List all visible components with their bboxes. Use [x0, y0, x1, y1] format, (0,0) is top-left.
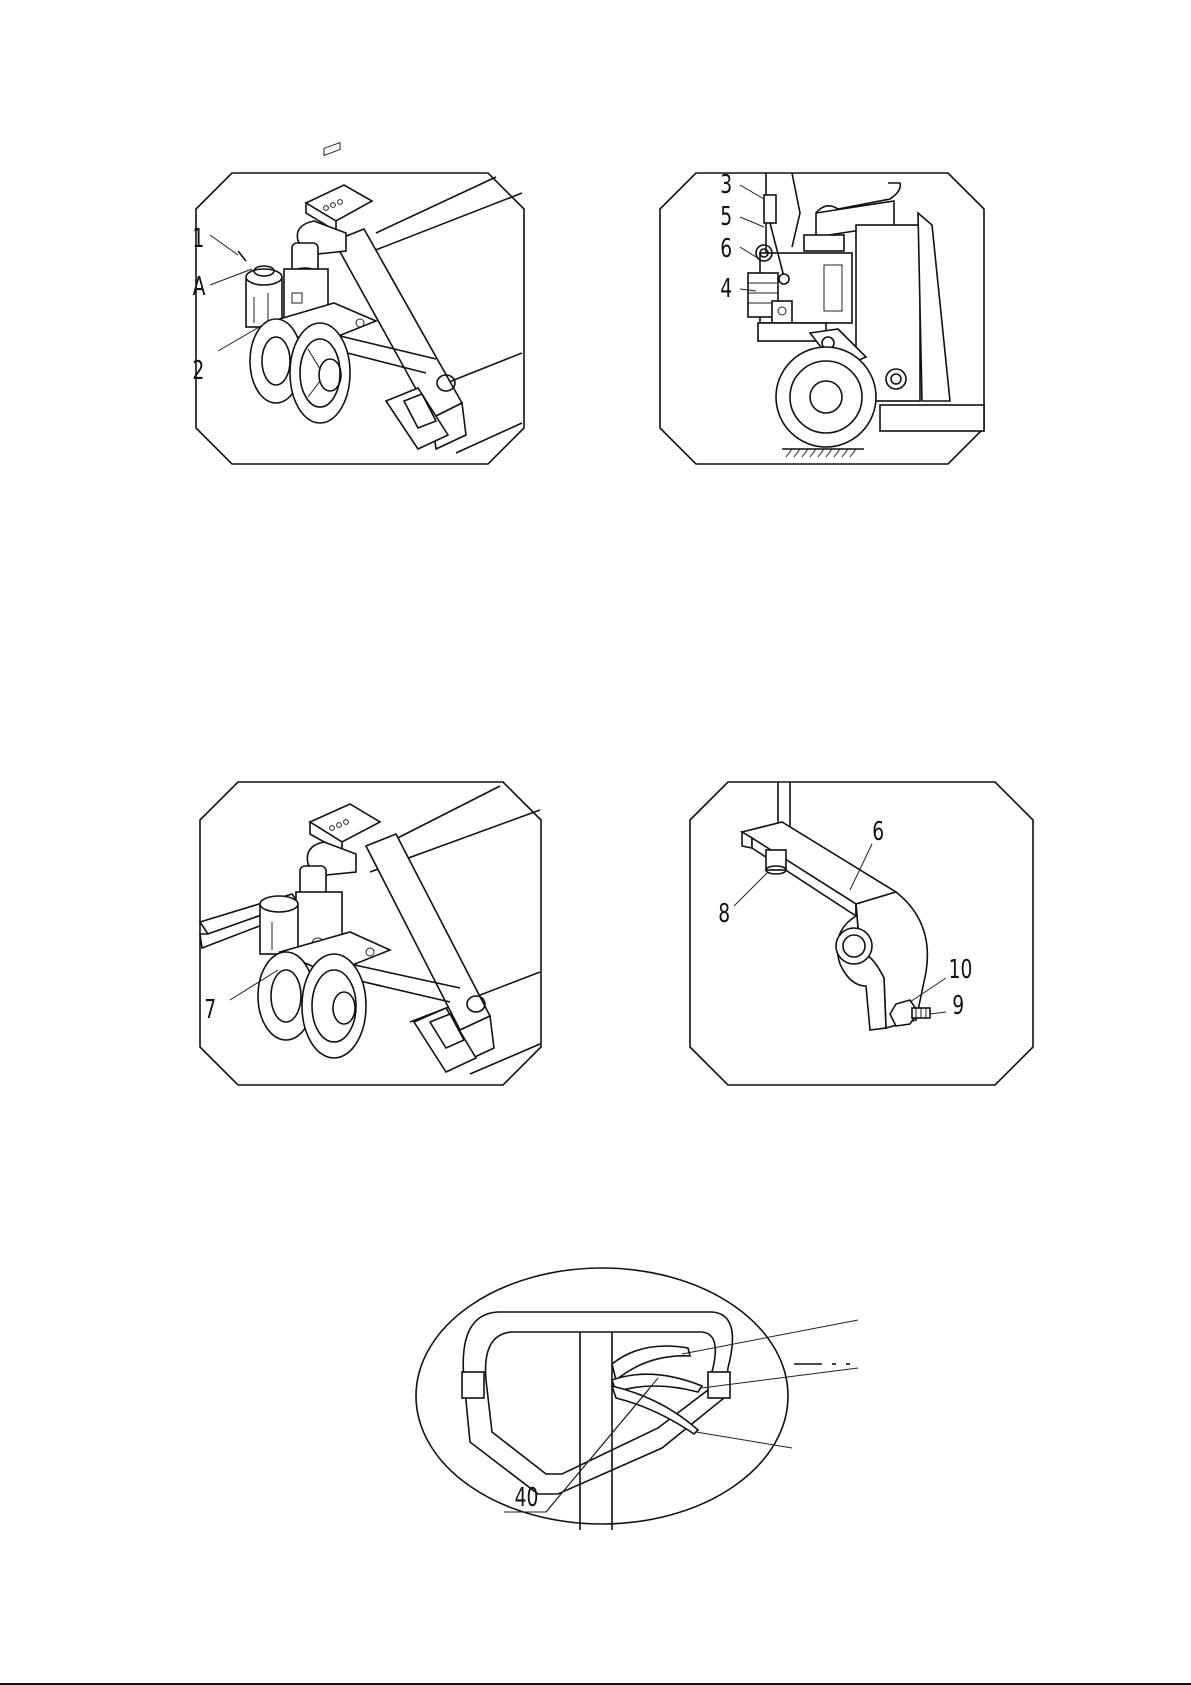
lever-block	[772, 301, 792, 323]
callout-label: 6	[720, 234, 732, 264]
handle-control-lever-drawing-icon: 40	[412, 1268, 858, 1530]
figure-pump-assembly: 1 A 2	[196, 173, 524, 464]
hand-pallet-truck-pump-with-handle-drawing-icon: 7	[200, 782, 541, 1085]
wheel	[776, 347, 876, 447]
callout-label: 3	[720, 170, 732, 200]
fork-base	[880, 405, 984, 431]
pump-side-view-drawing-icon: 3 5 6 4	[660, 173, 984, 464]
lever-bracket-drawing-icon: 6 8 10 9	[690, 782, 1033, 1085]
display-screen	[324, 143, 340, 156]
callout-label: 9	[952, 991, 964, 1021]
callout-label: 7	[204, 995, 216, 1025]
figure-lever-bracket: 6 8 10 9	[690, 782, 1033, 1085]
callout-label: 10	[949, 955, 973, 985]
ground-hatch	[786, 449, 856, 457]
callout-label: 6	[872, 817, 884, 847]
pump-cylinder	[260, 906, 298, 954]
handle-arm	[366, 834, 490, 1030]
callout-label: 4	[720, 274, 732, 304]
callout-label: A	[193, 272, 206, 302]
pivot-hole	[836, 928, 872, 964]
callout-label: 5	[720, 202, 732, 232]
cylinder-top	[246, 269, 282, 285]
grip-left	[462, 1372, 484, 1398]
callout-label: 40	[515, 1483, 539, 1513]
fork-bottom-edge-2	[456, 423, 522, 453]
pointer-line-down	[696, 1432, 792, 1448]
callout-label: 1	[192, 224, 204, 254]
figure-handle-control-lever: 40	[412, 1268, 858, 1530]
head-block	[804, 235, 844, 251]
figure-pump-with-handle: 7	[200, 782, 541, 1085]
rod-pivot	[779, 274, 789, 284]
fork-top-edge-2	[368, 193, 522, 253]
lever-position-down	[612, 1386, 698, 1434]
fork-top-edge	[376, 177, 496, 233]
figure-pump-side-view: 3 5 6 4	[660, 173, 984, 464]
callout-label: 8	[718, 899, 730, 929]
fork-rear	[918, 213, 950, 401]
pin	[238, 251, 246, 261]
pointer-line-up	[682, 1320, 858, 1354]
callout-label: 2	[192, 356, 204, 386]
hand-pallet-truck-pump-drawing-icon: 1 A 2	[196, 173, 524, 464]
chain-block	[764, 195, 776, 223]
